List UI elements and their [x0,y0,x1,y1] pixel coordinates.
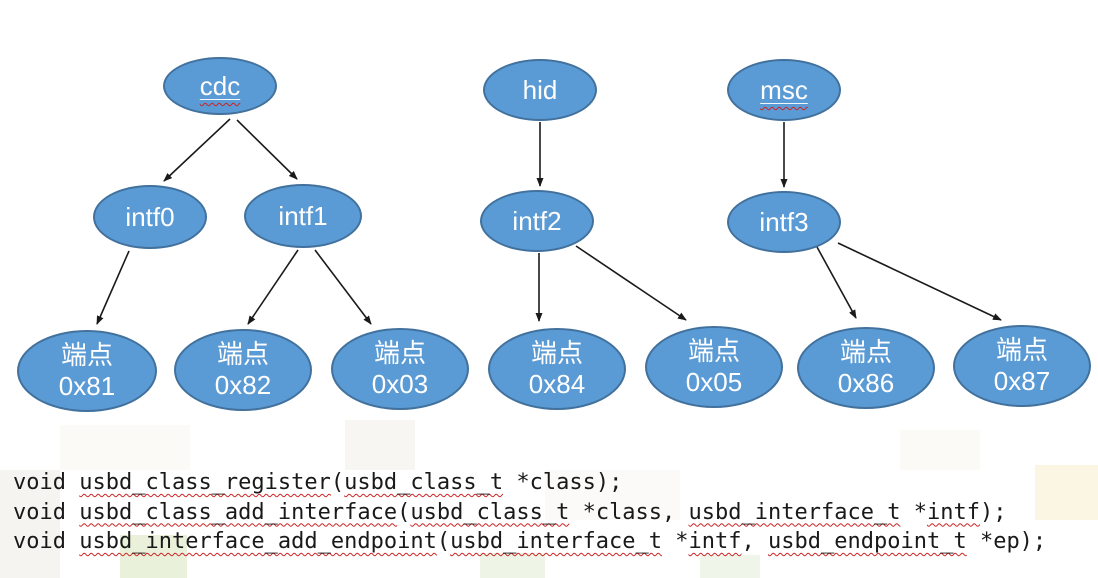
node-label-text: cdc [199,71,241,101]
code-token: * [900,499,927,525]
code-token: ( [436,529,451,554]
edge-intf3-ep86 [816,246,857,319]
code-token: usbd_interface_t [450,529,663,554]
node-label: cdc [200,72,240,100]
code-token: ( [330,470,345,495]
endpoint-node-0x03: 端点 0x03 [331,328,469,410]
code-token: usbd_class_t [410,499,570,525]
code-token: intf [926,499,980,525]
node-label-text: msc [760,75,808,105]
edge-intf0-ep81 [96,250,130,325]
endpoint-node-0x82: 端点 0x82 [174,329,312,411]
code-token: ); [979,499,1007,525]
endpoint-name: 端点 [995,335,1048,365]
code-token: usbd_class_register [79,470,331,495]
node-label: msc [760,76,808,104]
code-token: usbd_interface_t [688,499,901,525]
endpoint-name: 端点 [839,337,892,367]
code-line-1: void usbd_class_register(usbd_class_t *c… [13,468,1046,498]
node-label-text: intf2 [512,206,562,236]
code-token: usbd_interface_add_endpoint [79,529,437,554]
code-token: , [741,529,769,554]
edge-intf3-ep87 [837,242,1002,321]
class-node-cdc: cdc [163,57,277,115]
code-token: * [662,529,689,554]
code-token: void [13,499,80,525]
interface-node-intf1: intf1 [244,184,362,248]
endpoint-node-0x81: 端点 0x81 [17,330,157,412]
code-token: intf [688,529,742,554]
edge-intf1-ep82 [247,249,299,325]
edge-cdc-intf0 [163,118,231,182]
node-label-text: intf0 [125,202,175,232]
edge-cdc-intf1 [236,119,298,180]
endpoint-address: 0x03 [371,369,429,399]
class-node-msc: msc [727,59,841,121]
endpoint-name: 端点 [687,336,740,366]
endpoint-node-0x05: 端点 0x05 [645,326,783,408]
interface-node-intf2: intf2 [480,190,594,252]
code-token: void [13,470,80,495]
code-token: ( [397,499,411,525]
code-token: usbd_class_add_interface [79,499,398,525]
code-token: void [13,529,80,554]
endpoint-node-0x87: 端点 0x87 [953,325,1091,407]
interface-node-intf0: intf0 [93,185,207,249]
code-token: *class); [503,470,623,495]
endpoint-node-0x84: 端点 0x84 [488,328,626,410]
endpoint-name: 端点 [530,338,583,368]
code-line-3: void usbd_interface_add_endpoint(usbd_in… [13,527,1046,557]
edge-intf2-ep05 [575,245,687,321]
node-label-text: hid [522,75,558,105]
code-block: void usbd_class_register(usbd_class_t *c… [13,468,1046,557]
node-label-text: intf3 [759,207,809,237]
endpoint-address: 0x82 [214,370,272,400]
edge-intf1-ep03 [314,249,372,325]
endpoint-address: 0x84 [528,369,586,399]
class-node-hid: hid [483,59,597,121]
endpoint-address: 0x87 [993,366,1051,396]
interface-node-intf3: intf3 [727,191,841,253]
code-token: *ep); [966,529,1047,554]
code-line-2: void usbd_class_add_interface(usbd_class… [13,498,1046,528]
endpoint-address: 0x05 [685,367,743,397]
endpoint-node-0x86: 端点 0x86 [797,327,935,409]
endpoint-name: 端点 [373,338,426,368]
endpoint-name: 端点 [60,340,113,370]
code-token: usbd_endpoint_t [768,529,967,554]
endpoint-address: 0x81 [58,371,116,401]
code-token: *class, [569,499,689,525]
endpoint-name: 端点 [216,339,269,369]
code-token: usbd_class_t [344,470,504,495]
node-label-text: intf1 [278,201,328,231]
endpoint-address: 0x86 [837,368,895,398]
